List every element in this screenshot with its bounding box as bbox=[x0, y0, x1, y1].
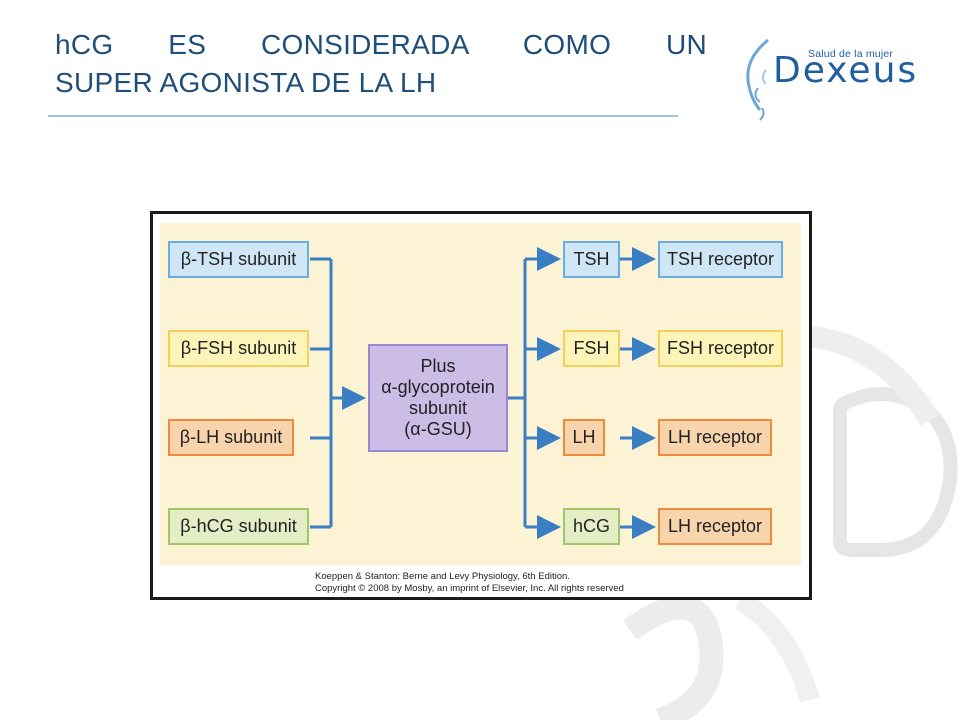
receptor-box-lh: LH receptor bbox=[658, 419, 772, 456]
subunit-label: β-TSH subunit bbox=[180, 249, 297, 269]
center-line: subunit bbox=[408, 398, 468, 418]
subunit-label: β-hCG subunit bbox=[180, 516, 297, 536]
hormone-label: LH bbox=[572, 427, 596, 447]
hormone-box-lh: LH bbox=[563, 419, 605, 456]
receptor-box-fsh: FSH receptor bbox=[658, 330, 783, 367]
subunit-box-tsh: β-TSH subunit bbox=[168, 241, 309, 278]
receptor-box-tsh: TSH receptor bbox=[658, 241, 783, 278]
diagram-connectors bbox=[310, 247, 656, 539]
center-line: α-glycoprotein bbox=[381, 377, 495, 397]
center-line: Plus bbox=[420, 356, 456, 376]
receptor-label: LH receptor bbox=[667, 516, 763, 536]
caption-line-1: Koeppen & Stanton: Berne and Levy Physio… bbox=[315, 571, 570, 582]
hormone-label: TSH bbox=[573, 249, 610, 269]
hormone-box-tsh: TSH bbox=[563, 241, 620, 278]
logo-tagline: Salud de la mujer bbox=[808, 48, 894, 60]
title-underline bbox=[48, 115, 678, 117]
hormone-label: hCG bbox=[572, 516, 610, 536]
receptor-label: FSH receptor bbox=[666, 338, 775, 358]
hormone-label: FSH bbox=[573, 338, 610, 358]
hormone-box-hcg: hCG bbox=[563, 508, 620, 545]
dexeus-logo-icon bbox=[746, 38, 769, 121]
subunit-box-fsh: β-FSH subunit bbox=[168, 330, 309, 367]
figure-caption: Koeppen & Stanton: Berne and Levy Physio… bbox=[315, 571, 795, 595]
hormone-box-fsh: FSH bbox=[563, 330, 620, 367]
subunit-box-hcg: β-hCG subunit bbox=[168, 508, 309, 545]
logo-wordmark: Dexeus bbox=[773, 50, 919, 91]
receptor-label: TSH receptor bbox=[666, 249, 775, 269]
subunit-label: β-FSH subunit bbox=[180, 338, 297, 358]
receptor-box-hcg-lh: LH receptor bbox=[658, 508, 772, 545]
receptor-label: LH receptor bbox=[667, 427, 763, 447]
title-line-2: SUPER AGONISTA DE LA LH bbox=[55, 67, 437, 98]
title-line-1: hCG ES CONSIDERADA COMO UN bbox=[55, 29, 707, 60]
slide-title: hCG ES CONSIDERADA COMO UN SUPER AGONIST… bbox=[55, 26, 707, 102]
alpha-gsu-box: Plus α-glycoprotein subunit (α-GSU) bbox=[368, 344, 508, 452]
subunit-label: β-LH subunit bbox=[179, 427, 283, 447]
caption-line-2: Copyright © 2008 by Mosby, an imprint of… bbox=[315, 583, 624, 594]
subunit-box-lh: β-LH subunit bbox=[168, 419, 294, 456]
center-line: (α-GSU) bbox=[404, 419, 472, 439]
figure-frame: β-TSH subunit β-FSH subunit β-LH subunit… bbox=[150, 211, 812, 600]
